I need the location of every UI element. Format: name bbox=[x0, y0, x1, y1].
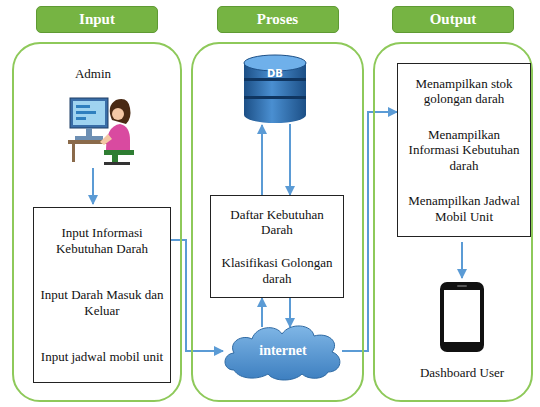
node-text: Input jadwal mobil unit bbox=[39, 349, 165, 365]
database-cylinder: DB bbox=[243, 54, 307, 124]
input-box: Input Informasi Kebutuhan DarahInput Dar… bbox=[33, 207, 171, 383]
internet-cloud: internet bbox=[220, 320, 346, 382]
column-heading: Proses bbox=[217, 6, 339, 33]
column-heading: Input bbox=[36, 6, 158, 33]
flow-arrow bbox=[289, 124, 291, 195]
node-text: internet bbox=[259, 343, 306, 360]
process-column: ProsesDBDaftar Kebutuhan DarahKlasifikas… bbox=[191, 42, 364, 402]
admin-arrow bbox=[92, 168, 94, 204]
node-text: Menampilkan Informasi Kebutuhan darah bbox=[403, 127, 525, 174]
flow-arrow bbox=[342, 112, 397, 351]
input-column: InputInput Informasi Kebutuhan DarahInpu… bbox=[12, 42, 182, 402]
node-text: Input Darah Masuk dan Keluar bbox=[39, 287, 165, 318]
node-text: Menampilkan stok golongan darah bbox=[403, 76, 525, 107]
node-text: Input Informasi Kebutuhan Darah bbox=[39, 225, 165, 256]
flow-arrow bbox=[289, 298, 291, 327]
device-label: Dashboard User bbox=[418, 365, 506, 381]
node-text: Klasifikasi Golongan darah bbox=[216, 255, 338, 286]
cylinder-outline bbox=[243, 54, 307, 124]
node-text: DB bbox=[267, 68, 283, 80]
process-box: Daftar Kebutuhan DarahKlasifikasi Golong… bbox=[210, 195, 344, 298]
flow-arrow bbox=[261, 298, 263, 327]
admin-icon bbox=[68, 98, 134, 165]
node-text: Daftar Kebutuhan Darah bbox=[216, 207, 338, 238]
phone-icon bbox=[440, 282, 484, 352]
output-column: OutputMenampilkan stok golongan darahMen… bbox=[373, 42, 533, 402]
actor-label: Admin bbox=[55, 66, 131, 82]
column-heading: Output bbox=[392, 6, 514, 33]
phone-arrow bbox=[461, 242, 463, 278]
flow-arrow bbox=[261, 125, 263, 195]
node-text: Menampilkan Jadwal Mobil Unit bbox=[403, 193, 525, 224]
output-box: Menampilkan stok golongan darahMenampilk… bbox=[397, 63, 531, 237]
